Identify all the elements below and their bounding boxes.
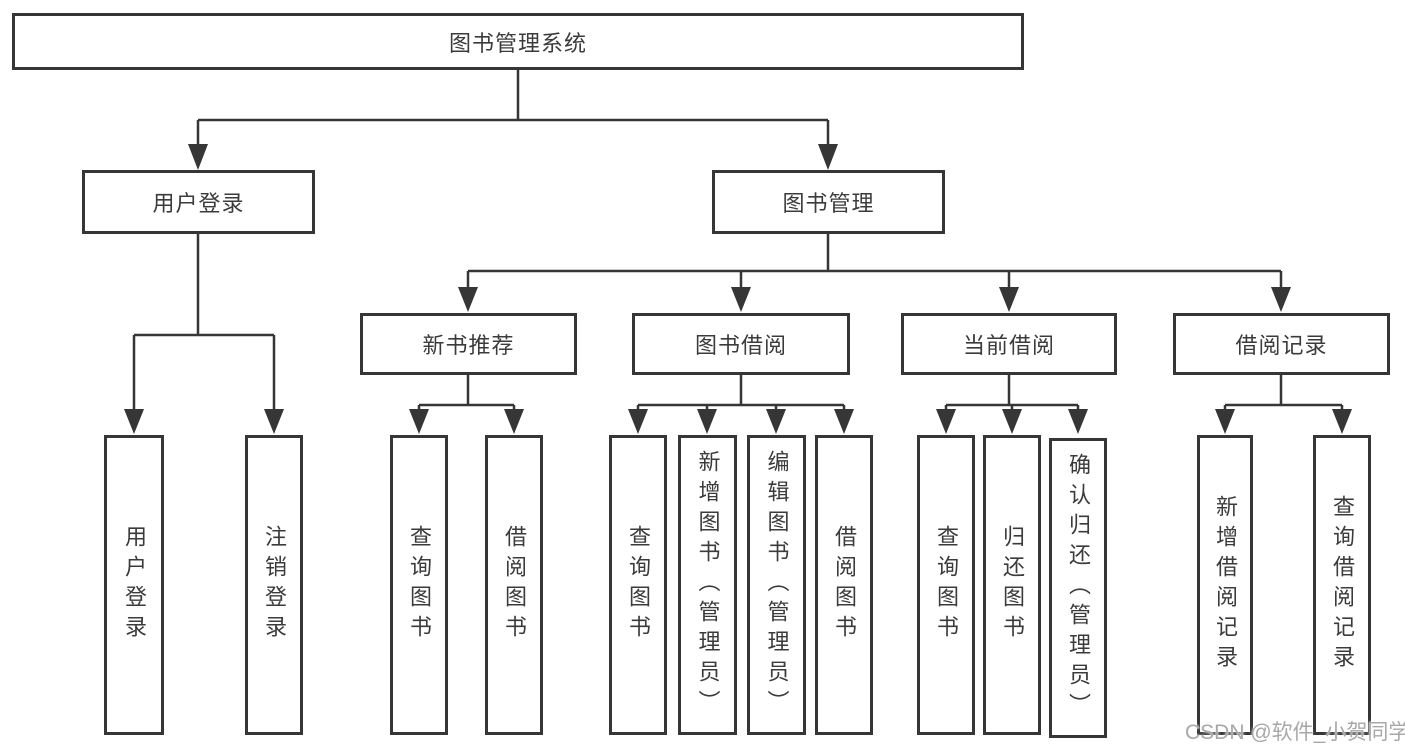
node-leaf-return-book-label: 归还图书 (1000, 525, 1025, 645)
node-leaf-query-book-current: 查询图书 (917, 435, 975, 735)
arrow-down-icon (188, 144, 208, 170)
node-new-book-recommend-label: 新书推荐 (422, 333, 515, 358)
node-book-management: 图书管理 (712, 170, 945, 234)
node-borrowing-records: 借阅记录 (1173, 313, 1390, 375)
node-leaf-add-book-admin: 新增图书（管理员） (678, 435, 737, 735)
arrow-down-icon (124, 409, 144, 434)
arrow-down-icon (409, 409, 429, 434)
node-leaf-query-borrow-record: 查询借阅记录 (1313, 435, 1371, 735)
csdn-watermark: CSDN @软件_小贺同学 (1185, 721, 1405, 744)
node-leaf-add-borrow-record-label: 新增借阅记录 (1213, 495, 1238, 675)
node-user-login-label: 用户登录 (152, 191, 245, 216)
node-leaf-query-book-current-label: 查询图书 (934, 525, 959, 645)
node-book-borrowing: 图书借阅 (632, 313, 850, 375)
node-root: 图书管理系统 (12, 13, 1024, 70)
node-leaf-confirm-return-admin-label: 确认归还（管理员） (1066, 453, 1091, 723)
arrow-down-icon (458, 287, 478, 312)
node-leaf-return-book: 归还图书 (983, 435, 1041, 735)
arrow-down-icon (628, 409, 648, 434)
node-leaf-logout: 注销登录 (245, 435, 303, 735)
node-leaf-query-book-borrowing: 查询图书 (609, 435, 667, 735)
arrow-down-icon (936, 409, 956, 434)
node-leaf-user-login-label: 用户登录 (122, 525, 147, 645)
node-current-borrowing-label: 当前借阅 (962, 333, 1055, 358)
node-current-borrowing: 当前借阅 (901, 313, 1117, 375)
node-borrowing-records-label: 借阅记录 (1235, 333, 1328, 358)
arrow-down-icon (1215, 409, 1235, 434)
arrow-down-icon (504, 409, 524, 434)
node-leaf-add-book-admin-label: 新增图书（管理员） (695, 450, 721, 720)
node-book-management-label: 图书管理 (782, 191, 875, 216)
arrow-down-icon (1068, 409, 1088, 434)
node-leaf-borrow-book-borrowing-label: 借阅图书 (832, 525, 857, 645)
node-leaf-borrow-book-recommend: 借阅图书 (485, 435, 543, 735)
arrow-down-icon (1002, 409, 1022, 434)
node-leaf-query-book-recommend-label: 查询图书 (407, 525, 432, 645)
node-root-label: 图书管理系统 (448, 30, 587, 56)
node-leaf-user-login: 用户登录 (104, 435, 164, 735)
arrow-down-icon (766, 409, 786, 434)
arrow-down-icon (264, 409, 284, 434)
arrow-down-icon (1332, 409, 1352, 434)
node-leaf-edit-book-admin-label: 编辑图书（管理员） (764, 450, 790, 720)
node-leaf-logout-label: 注销登录 (262, 525, 287, 645)
node-book-borrowing-label: 图书借阅 (694, 333, 787, 358)
node-leaf-query-book-recommend: 查询图书 (390, 435, 448, 735)
node-leaf-confirm-return-admin: 确认归还（管理员） (1049, 438, 1107, 738)
node-leaf-borrow-book-borrowing: 借阅图书 (815, 435, 873, 735)
node-new-book-recommend: 新书推荐 (360, 313, 577, 375)
node-leaf-edit-book-admin: 编辑图书（管理员） (747, 435, 806, 735)
arrow-down-icon (731, 287, 751, 312)
node-leaf-query-book-borrowing-label: 查询图书 (626, 525, 651, 645)
node-leaf-borrow-book-recommend-label: 借阅图书 (502, 525, 527, 645)
node-user-login: 用户登录 (82, 170, 315, 234)
node-leaf-add-borrow-record: 新增借阅记录 (1197, 435, 1253, 735)
arrow-down-icon (697, 409, 717, 434)
arrow-down-icon (818, 144, 838, 170)
node-leaf-query-borrow-record-label: 查询借阅记录 (1330, 495, 1355, 675)
arrow-down-icon (1271, 287, 1291, 312)
arrow-down-icon (999, 287, 1019, 312)
arrow-down-icon (834, 409, 854, 434)
